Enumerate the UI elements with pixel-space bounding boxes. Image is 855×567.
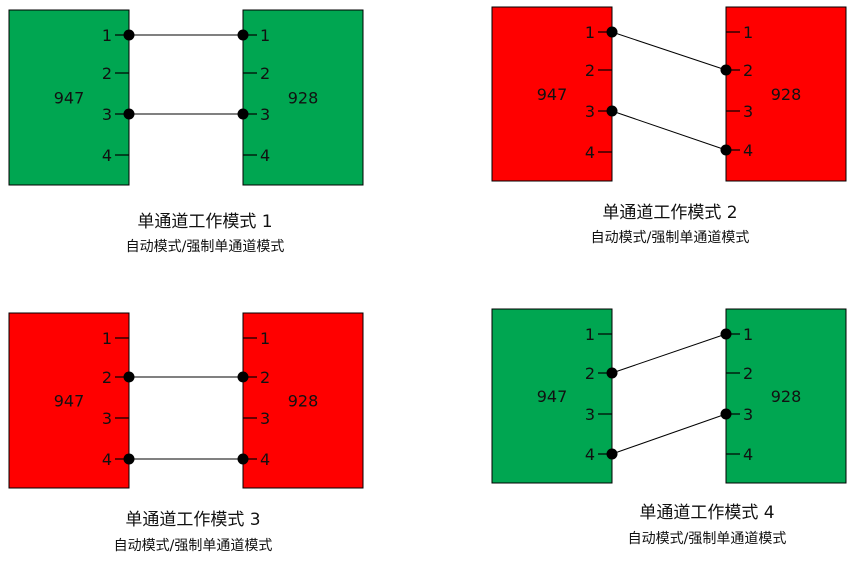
- left-pin-label: 3: [102, 105, 112, 124]
- left-box: [8, 312, 130, 489]
- right-box-label: 928: [288, 89, 319, 108]
- right-pin-label: 4: [743, 445, 753, 464]
- caption-title: 单通道工作模式 3: [125, 510, 260, 530]
- right-pin-label: 2: [743, 364, 753, 383]
- left-pin-label: 1: [102, 329, 112, 348]
- left-connection-dot: [123, 108, 135, 120]
- right-pin-label: 4: [260, 146, 270, 165]
- left-pin-label: 1: [585, 23, 595, 42]
- left-box: [491, 308, 613, 484]
- left-pin-label: 2: [585, 61, 595, 80]
- caption-title: 单通道工作模式 2: [602, 203, 737, 223]
- right-connection-dot: [720, 144, 732, 156]
- right-pin-label: 3: [743, 405, 753, 424]
- right-pin-label: 4: [260, 450, 270, 469]
- right-connection-dot: [237, 108, 249, 120]
- panel-mode-1: 947 928 1 1 2 2 3 3 4 4 单通道工作模式 1 自动模式/强制单通道模式: [8, 9, 364, 255]
- left-pin-label: 4: [102, 146, 112, 165]
- panel-mode-4: 947 928 1 1 2 2 3 3 4 4 单通道工作模式 4 自动模式/强制单通道模式: [491, 308, 847, 547]
- left-pin-label: 1: [585, 325, 595, 344]
- left-box-label: 947: [54, 392, 85, 411]
- right-connection-dot: [720, 408, 732, 420]
- left-pin-label: 4: [102, 450, 112, 469]
- left-connection-dot: [123, 371, 135, 383]
- connection-wire: [611, 31, 727, 71]
- right-connection-dot: [237, 29, 249, 41]
- right-pin-label: 3: [743, 102, 753, 121]
- left-pin-label: 3: [585, 405, 595, 424]
- right-pin-label: 2: [743, 61, 753, 80]
- left-box-label: 947: [54, 89, 85, 108]
- caption-title: 单通道工作模式 1: [137, 212, 272, 232]
- right-pin-label: 1: [743, 23, 753, 42]
- caption-subtitle: 自动模式/强制单通道模式: [126, 239, 285, 255]
- left-pin-label: 3: [585, 102, 595, 121]
- right-pin-label: 3: [260, 409, 270, 428]
- right-box: [725, 6, 847, 182]
- left-box: [491, 6, 613, 182]
- panel-mode-2: 947 928 1 1 2 2 3 3 4 4 单通道工作模式 2 自动模式/强制单通道模式: [491, 6, 847, 246]
- caption-title: 单通道工作模式 4: [639, 503, 774, 523]
- right-connection-dot: [237, 371, 249, 383]
- right-pin-label: 4: [743, 141, 753, 160]
- right-connection-dot: [720, 328, 732, 340]
- right-connection-dot: [720, 64, 732, 76]
- right-pin-label: 2: [260, 64, 270, 83]
- left-box: [8, 9, 130, 186]
- connection-wire: [611, 110, 727, 151]
- right-box-label: 928: [771, 387, 802, 406]
- right-box-label: 928: [771, 85, 802, 104]
- right-pin-label: 1: [260, 329, 270, 348]
- panel-mode-3: 947 928 1 1 2 2 3 3 4 4 单通道工作模式 3 自动模式/强制单通道模式: [8, 312, 364, 554]
- left-pin-label: 3: [102, 409, 112, 428]
- right-pin-label: 3: [260, 105, 270, 124]
- left-box-label: 947: [537, 387, 568, 406]
- right-box: [725, 308, 847, 484]
- left-connection-dot: [123, 453, 135, 465]
- left-connection-dot: [606, 448, 618, 460]
- left-pin-label: 1: [102, 26, 112, 45]
- right-pin-label: 1: [260, 26, 270, 45]
- left-pin-label: 4: [585, 143, 595, 162]
- left-pin-label: 2: [102, 368, 112, 387]
- right-pin-label: 2: [260, 368, 270, 387]
- right-pin-label: 1: [743, 325, 753, 344]
- right-box: [242, 9, 364, 186]
- left-pin-label: 4: [585, 445, 595, 464]
- left-connection-dot: [606, 105, 618, 117]
- right-connection-dot: [237, 453, 249, 465]
- connection-wire: [611, 333, 727, 374]
- right-box: [242, 312, 364, 489]
- caption-subtitle: 自动模式/强制单通道模式: [628, 531, 787, 547]
- caption-subtitle: 自动模式/强制单通道模式: [114, 538, 273, 554]
- left-pin-label: 2: [102, 64, 112, 83]
- left-connection-dot: [606, 26, 618, 38]
- right-box-label: 928: [288, 392, 319, 411]
- left-box-label: 947: [537, 85, 568, 104]
- left-connection-dot: [123, 29, 135, 41]
- connection-wire: [611, 413, 727, 455]
- left-pin-label: 2: [585, 364, 595, 383]
- left-connection-dot: [606, 367, 618, 379]
- caption-subtitle: 自动模式/强制单通道模式: [591, 230, 750, 246]
